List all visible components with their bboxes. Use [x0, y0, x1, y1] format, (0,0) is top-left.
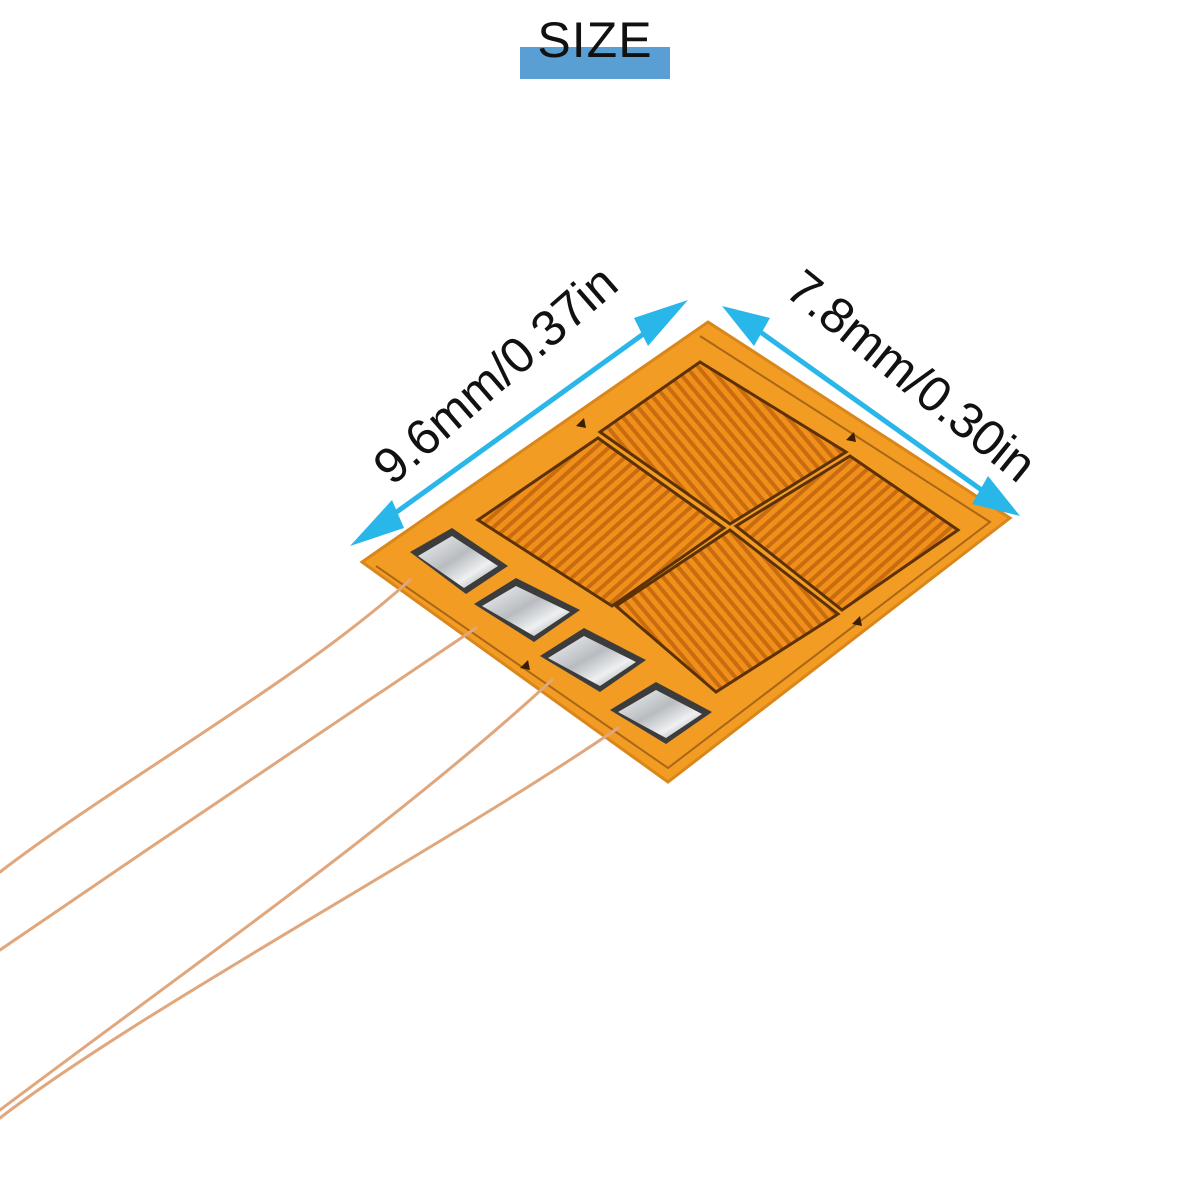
triangle-marker-icon — [576, 418, 586, 428]
triangle-marker-icon — [520, 660, 530, 670]
solder-pad — [610, 682, 712, 744]
length-dimension-line — [378, 319, 662, 527]
page-title: SIZE — [537, 12, 653, 68]
triangle-marker-icon — [846, 432, 856, 442]
grid-quadrant-top — [597, 360, 849, 526]
solder-pad — [540, 628, 646, 692]
size-heading: SIZE — [520, 8, 670, 79]
width-dimension-line — [750, 323, 992, 499]
solder-pad — [410, 528, 508, 594]
solder-pad — [474, 578, 580, 642]
arrowhead-icon — [350, 500, 404, 546]
triangle-marker-icon — [852, 616, 862, 626]
lead-wire — [0, 726, 620, 1120]
arrowhead-icon — [634, 300, 688, 346]
lead-wire — [0, 578, 412, 874]
arrowhead-icon — [722, 306, 770, 346]
grid-quadrant-right — [733, 454, 961, 612]
title-underline-bar — [520, 47, 670, 79]
grid-quadrant-bottom — [613, 528, 841, 694]
lead-wire — [0, 626, 478, 952]
arrowhead-icon — [972, 476, 1020, 516]
grid-quadrant-left — [475, 436, 727, 608]
lead-wire — [0, 678, 554, 1112]
